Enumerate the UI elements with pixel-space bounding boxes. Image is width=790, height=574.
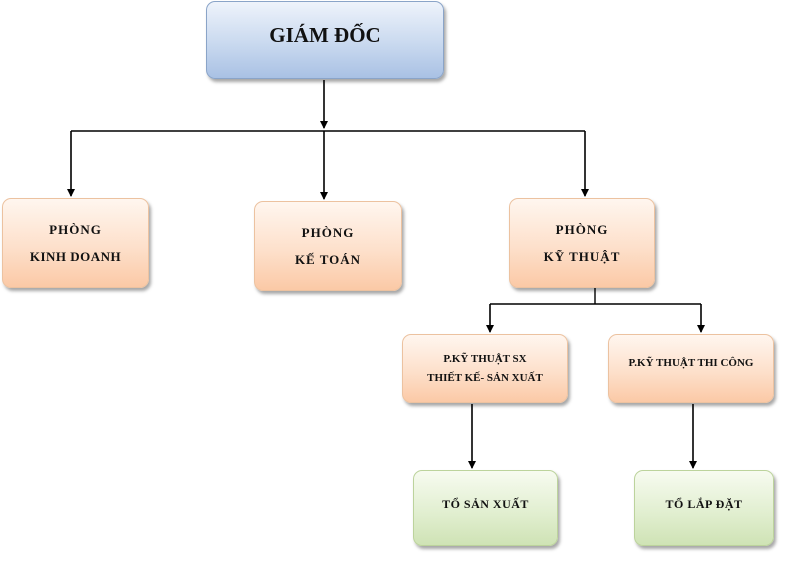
node-tech-production-line2: THIẾT KẾ- SẢN XUẤT: [427, 371, 543, 384]
node-installation-team-label: TỔ LẮP ĐẶT: [665, 497, 743, 511]
node-technical-line1: PHÒNG: [555, 222, 609, 237]
node-sales-department: PHÒNG KINH DOANH: [2, 198, 149, 288]
node-accounting-line2: KẾ TOÁN: [294, 252, 362, 267]
node-accounting-department: PHÒNG KẾ TOÁN: [254, 201, 402, 291]
node-sales-line1: PHÒNG: [49, 222, 102, 237]
node-tech-construction: P.KỸ THUẬT THI CÔNG: [608, 334, 774, 403]
node-tech-construction-line1: P.KỸ THUẬT THI CÔNG: [628, 357, 754, 369]
node-technical-department: PHÒNG KỸ THUẬT: [509, 198, 655, 288]
node-accounting-line1: PHÒNG: [301, 225, 355, 240]
node-director-label: GIÁM ĐỐC: [269, 22, 381, 47]
node-technical-line2: KỸ THUẬT: [543, 249, 621, 264]
node-sales-line2: KINH DOANH: [29, 249, 122, 264]
node-tech-production-line1: P.KỸ THUẬT SX: [443, 352, 527, 365]
node-tech-production: P.KỸ THUẬT SX THIẾT KẾ- SẢN XUẤT: [402, 334, 568, 403]
node-production-team-label: TỔ SẢN XUẤT: [442, 497, 529, 511]
node-production-team: TỔ SẢN XUẤT: [413, 470, 558, 546]
node-installation-team: TỔ LẮP ĐẶT: [634, 470, 774, 546]
node-director: GIÁM ĐỐC: [206, 1, 444, 79]
